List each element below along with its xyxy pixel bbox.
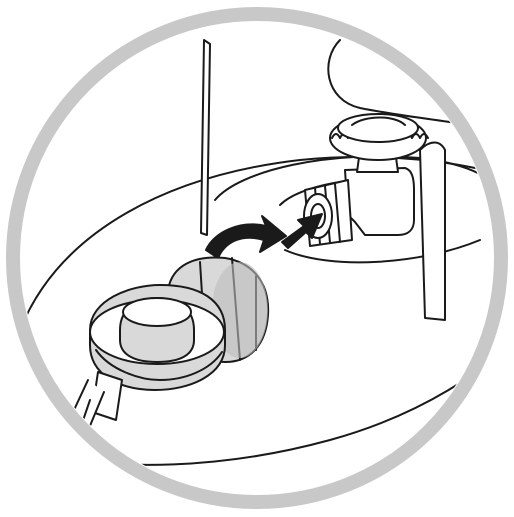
regulator-body xyxy=(90,285,225,390)
guard-rod-left xyxy=(201,40,210,235)
valve-body xyxy=(345,168,414,235)
rotate-arrow xyxy=(206,216,286,258)
guard-panel-right xyxy=(420,143,445,321)
